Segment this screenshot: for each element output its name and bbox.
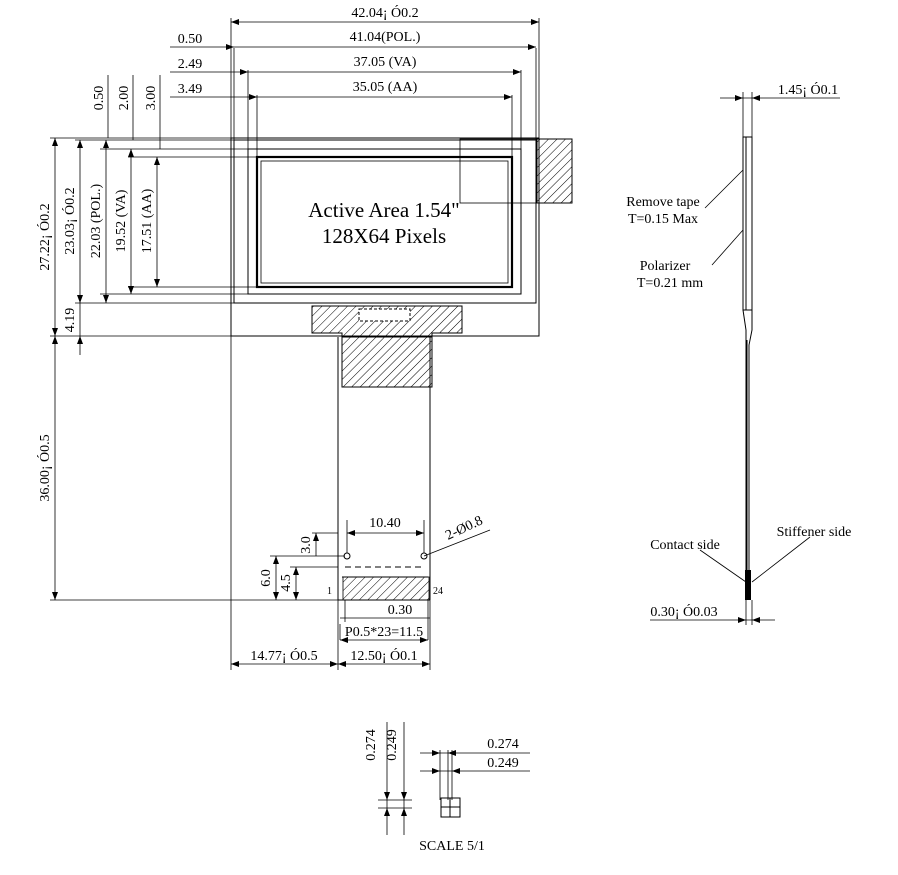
dim-aa-height: 17.51 (AA) [140,188,155,253]
dim-hole-spacing: 10.40 [369,516,401,531]
dim-left-offset: 14.77¡ Ó0.5 [250,647,317,664]
dim-pol-width: 41.04(POL.) [350,30,421,45]
stiffener-side-label: Stiffener side [777,525,852,540]
top-dimensions: 42.04¡ Ó0.2 41.04(POL.) 0.50 37.05 (VA) … [170,4,540,157]
active-area-label: Active Area 1.54" 128X64 Pixels [308,198,459,248]
pixel-detail: 0.274 0.249 0.274 0.249 SCALE 5/1 [364,722,530,854]
fpc-thickness: 0.30¡ Ó0.03 [650,603,717,620]
dim-holes: 2-Ø0.8 [443,513,485,543]
dim-tail-length: 36.00¡ Ó0.5 [36,434,53,501]
connector-dimensions: 10.40 2-Ø0.8 3.0 6.0 4.5 0.30 P0.5*23=11… [230,336,491,670]
dim-v-300: 3.00 [144,86,159,111]
pixel-h-249: 0.249 [487,756,519,771]
dim-60: 6.0 [259,569,274,587]
dim-v-050: 0.50 [92,86,107,111]
dim-connector-width: 12.50¡ Ó0.1 [350,647,417,664]
dim-45: 4.5 [279,574,294,592]
side-thickness: 1.45¡ Ó0.1 [778,81,838,98]
dim-pol-label: 22.03 (POL.) [89,184,104,259]
polarizer-value: T=0.21 mm [637,276,703,291]
dim-offset-050: 0.50 [178,32,203,47]
pixel-h-274: 0.274 [487,737,519,752]
pin-first-label: 1 [327,586,332,597]
side-tab [459,138,573,204]
dim-offset-249: 2.49 [178,57,203,72]
fpc-bonding [311,305,463,388]
pixel-v-274: 0.274 [364,729,379,761]
dim-bottom-419: 4.19 [63,308,78,333]
remove-tape-value: T=0.15 Max [628,212,698,227]
active-area-title: Active Area 1.54" [308,198,459,222]
dim-pitch: P0.5*23=11.5 [345,625,423,640]
pixel-v-249: 0.249 [385,729,400,761]
active-area-pixels: 128X64 Pixels [322,224,446,248]
dim-pol-height: 23.03¡ Ó0.2 [61,187,78,254]
left-dimensions: 0.50 2.00 3.00 27.22¡ Ó0.2 23.03¡ Ó0.2 2… [36,75,338,601]
dim-30: 3.0 [299,536,314,554]
polarizer-label: Polarizer [640,259,691,274]
dim-offset-349: 3.49 [178,82,203,97]
remove-tape-label: Remove tape [626,195,699,210]
dim-va-width: 37.05 (VA) [354,55,417,70]
contact-side-label: Contact side [650,538,720,553]
pin-last-label: 24 [433,586,443,597]
dim-aa-width: 35.05 (AA) [353,80,418,95]
side-view: 1.45¡ Ó0.1 Remove tape T=0.15 Max Polari… [626,81,851,625]
dim-overall-height: 27.22¡ Ó0.2 [36,203,53,270]
scale-label: SCALE 5/1 [419,839,485,854]
dim-pin-width: 0.30 [388,603,413,618]
fpc-pins [342,576,430,601]
dim-va-height: 19.52 (VA) [114,189,129,252]
dim-v-200: 2.00 [117,86,132,111]
dim-overall-width: 42.04¡ Ó0.2 [351,4,418,21]
fpc-tail: 1 24 [327,337,443,601]
